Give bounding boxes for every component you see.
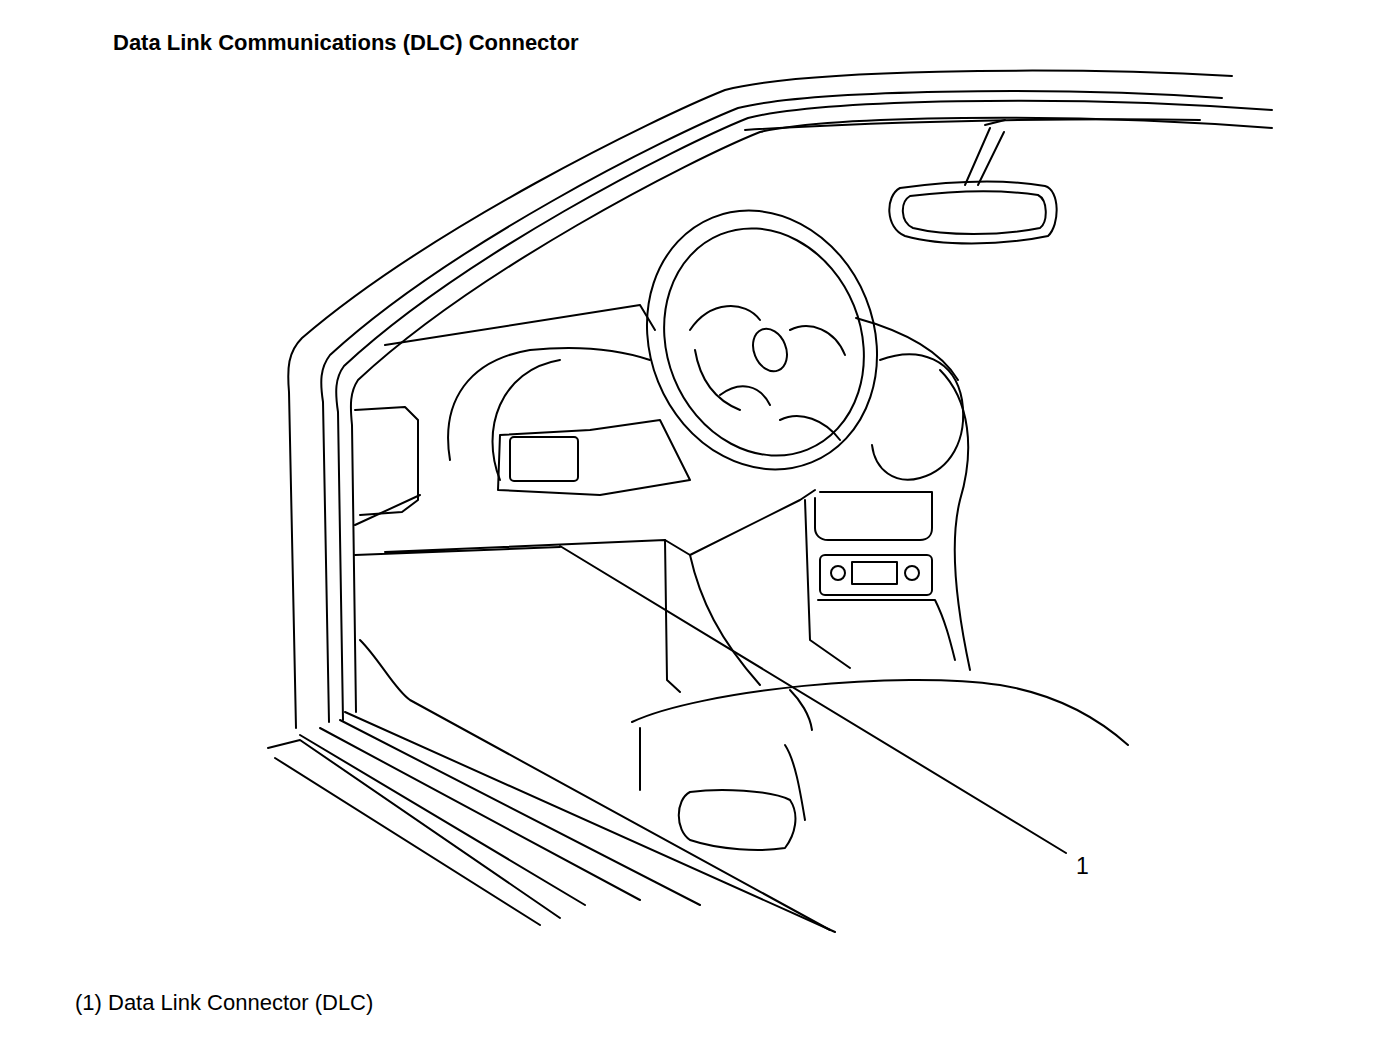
console-lower (818, 600, 955, 660)
door-frame-outer (288, 71, 1232, 728)
radio-knob (831, 566, 845, 580)
steering-wheel (609, 176, 916, 505)
radio-knob (905, 566, 919, 580)
windshield-top (745, 119, 1200, 130)
steering-hub (747, 324, 793, 377)
steering-spokes (690, 306, 845, 440)
figure-caption: (1) Data Link Connector (DLC) (75, 990, 373, 1015)
door-frame-line (321, 91, 1222, 722)
console-panel (815, 492, 932, 540)
rear-view-mirror (889, 182, 1056, 244)
dashboard-top (385, 305, 958, 380)
leader-line (560, 546, 1066, 853)
seat-handle (679, 790, 796, 850)
left-vent (355, 407, 418, 515)
center-console-side (665, 500, 850, 692)
radio-unit (820, 555, 932, 595)
cluster-window (510, 437, 578, 481)
dash-lower-edge (355, 490, 815, 555)
rear-view-mirror (903, 191, 1046, 234)
door-sill (268, 712, 835, 932)
right-vent (872, 354, 963, 479)
instrument-hood (448, 348, 650, 480)
seat-cushion (632, 680, 1128, 745)
diagram-title: Data Link Communications (DLC) Connector (113, 30, 579, 55)
footwell-edge (360, 640, 830, 930)
instrument-cluster (498, 420, 690, 495)
door-frame-line (351, 118, 1272, 712)
door-frame-line (336, 101, 1272, 720)
radio-display (852, 562, 897, 584)
seat-cushion (640, 690, 812, 820)
callout-number: 1 (1074, 853, 1091, 879)
mirror-mount (965, 120, 1005, 185)
